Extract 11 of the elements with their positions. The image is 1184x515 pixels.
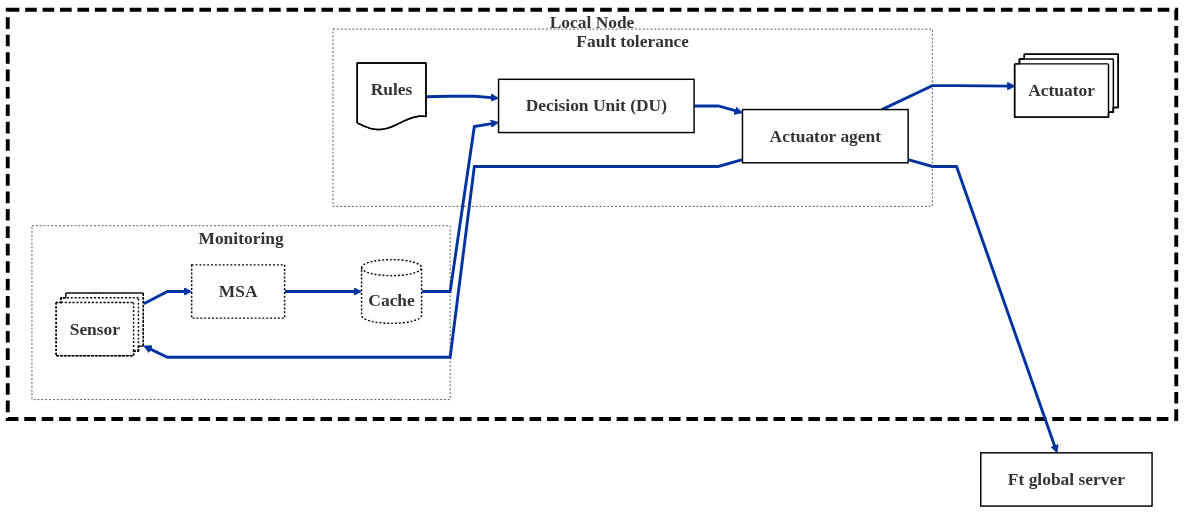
arrow: [143, 157, 743, 359]
arrow: [694, 104, 743, 115]
arrow: [907, 157, 1059, 453]
arrow: [426, 92, 499, 102]
arrow: [421, 119, 499, 293]
arrow: [284, 286, 362, 296]
arrow: [881, 81, 1016, 111]
node-box: Decision Unit (DU): [497, 78, 695, 133]
node-box: MSA: [190, 263, 286, 319]
node-box: Ft global server: [980, 451, 1153, 507]
node-box: Actuator agent: [741, 108, 909, 164]
